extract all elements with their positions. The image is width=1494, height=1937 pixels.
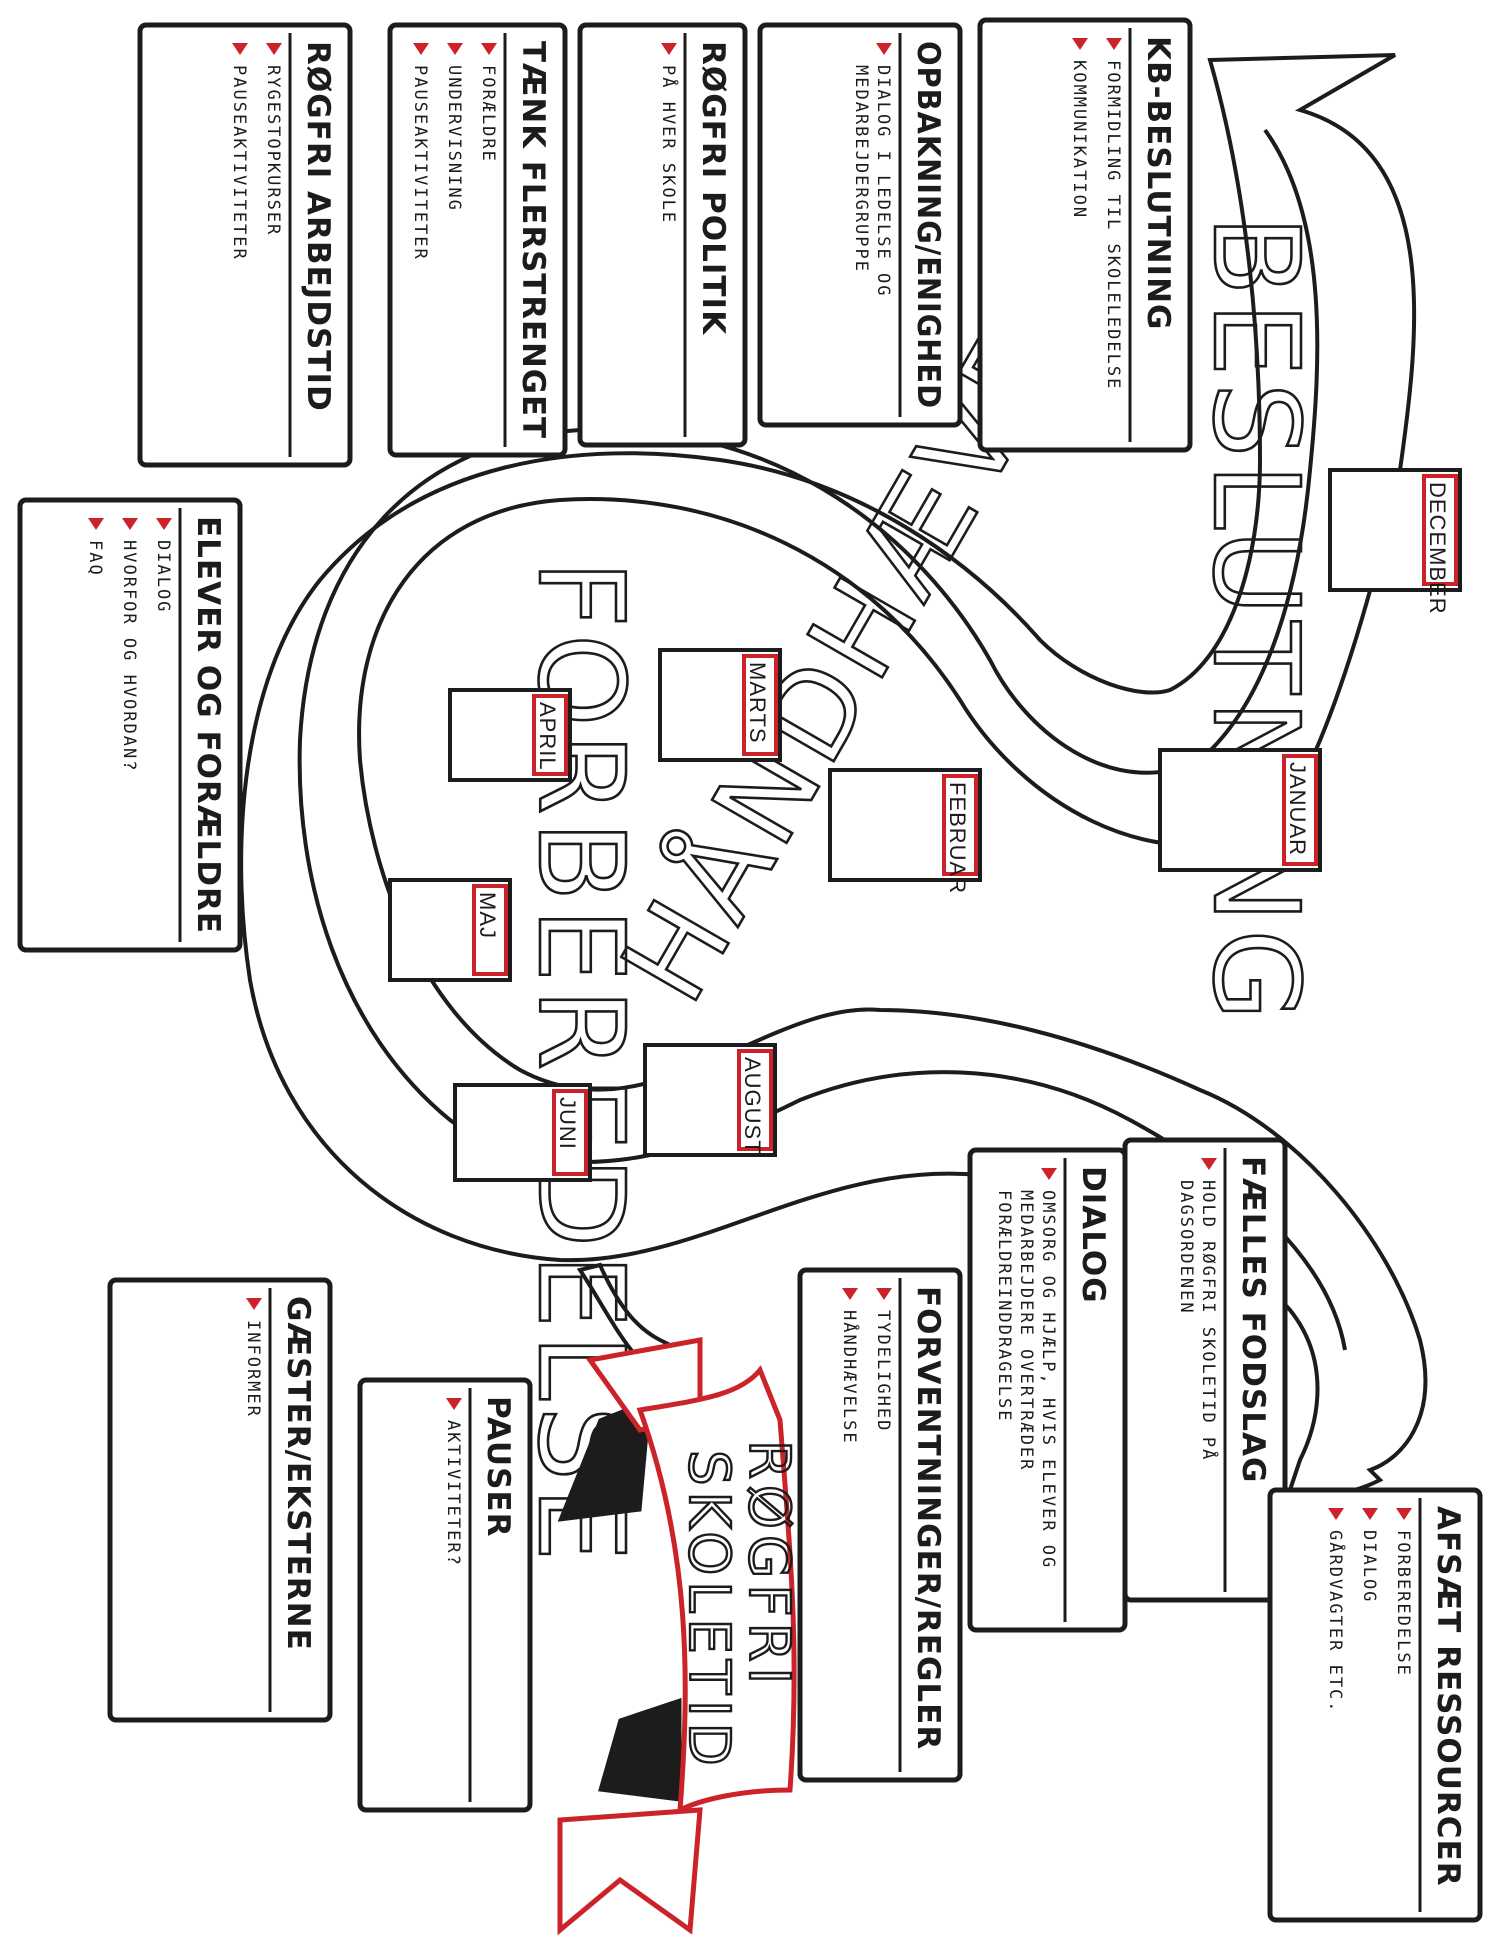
card-title: PAUSER [480,1396,516,1537]
month-label-marts: MARTS [745,662,770,744]
card-item-text: KOMMUNIKATION [1069,60,1089,219]
card-title: ELEVER OG FORÆLDRE [190,516,226,934]
card-item: PÅ HVER SKOLE [658,43,680,224]
month-marts: MARTS [660,650,780,760]
card-title: OPBAKNING/ENIGHED [910,41,946,409]
card-title: FÆLLES FODSLAG [1235,1156,1271,1483]
card-item-text: RYGESTOPKURSER [263,65,283,236]
card-title: AFSÆT RESSOURCER [1430,1506,1466,1887]
card-item: GÅRDVAGTER ETC. [1325,1508,1347,1714]
phase-beslutning: BESLUTNING [1187,215,1325,1027]
roegfri-skoletid-banner: RØGFRI SKOLETID [560,1340,801,1930]
card-item: HVORFOR OG HVORDAN? [119,518,139,772]
card-forventninger: FORVENTNINGER/REGLER TYDELIGHED HÅNDHÆVELS… [800,1270,960,1780]
card-gaester: GÆSTER/EKSTERNE INFORMER [110,1280,330,1720]
banner-line-1: RØGFRI [736,1440,801,1690]
card-item-text: PAUSEAKTIVITETER [410,65,430,261]
card-item-text: FORÆLDRE [478,65,498,163]
card-item-text: AKTIVITETER? [443,1420,463,1567]
card-kb-beslutning: KB-BESLUTNING FORMIDLING TIL SKOLELEDELSE… [980,20,1190,450]
month-april: APRIL [450,690,570,780]
card-item-text: DIALOG [153,540,173,613]
card-item-text: DIALOG [1359,1530,1379,1603]
month-maj: MAJ [390,880,510,980]
card-item: UNDERVISNING [444,43,464,212]
card-item-text: GÅRDVAGTER ETC. [1325,1530,1347,1714]
card-item: HÅNDHÆVELSE [839,1288,861,1445]
card-title: KB-BESLUTNING [1140,36,1176,330]
card-item: PAUSEAKTIVITETER [229,43,249,261]
card-item: RYGESTOPKURSER [263,43,283,236]
card-title: RØGFRI POLITIK [695,41,731,335]
card-item-text: FORBEREDELSE [1393,1530,1413,1677]
card-item-text: INFORMER [243,1320,263,1418]
card-item: FORMIDLING TIL SKOLELEDELSE [1103,38,1123,390]
card-item-text: TYDELIGHED [873,1310,893,1432]
card-item: PAUSEAKTIVITETER [410,43,430,261]
card-item: KOMMUNIKATION [1069,38,1089,219]
month-label-august: AUGUST [740,1057,765,1155]
card-elever-foraeldre: ELEVER OG FORÆLDRE DIALOG HVORFOR OG HVORD… [20,500,240,950]
card-title: DIALOG [1075,1166,1111,1304]
month-juni: JUNI [455,1085,590,1180]
phase-label-beslutning: BESLUTNING [1187,215,1325,1027]
card-roegfri-politik: RØGFRI POLITIK PÅ HVER SKOLE [580,25,745,445]
card-pauser: PAUSER AKTIVITETER? [360,1380,530,1810]
card-title: GÆSTER/EKSTERNE [280,1296,316,1651]
card-title: FORVENTNINGER/REGLER [910,1286,946,1750]
month-label-december: DECEMBER [1425,482,1450,615]
month-label-februar: FEBRUAR [945,782,970,894]
card-item-text: PAUSEAKTIVITETER [229,65,249,261]
card-title: RØGFRI ARBEJDSTID [300,41,336,412]
card-item: TYDELIGHED [873,1288,893,1432]
card-title: TÆNK FLERSTRENGET [515,41,551,439]
card-taenk-flerstrenget: TÆNK FLERSTRENGET FORÆLDRE UNDERVISNING PAU… [390,25,565,455]
month-label-juni: JUNI [555,1097,580,1150]
card-item-text: HÅNDHÆVELSE [839,1310,861,1445]
card-item-text: PÅ HVER SKOLE [658,65,680,224]
card-item-text: UNDERVISNING [444,65,464,212]
card-item: FORBEREDELSE [1393,1508,1413,1677]
card-item: AKTIVITETER? [443,1398,463,1567]
month-januar: JANUAR [1160,750,1320,870]
card-roegfri-arbejdstid: RØGFRI ARBEJDSTID RYGESTOPKURSER PAUSEAKTI… [140,25,350,465]
card-item-text: FORMIDLING TIL SKOLELEDELSE [1103,60,1123,390]
month-label-april: APRIL [535,702,560,771]
month-februar: FEBRUAR [830,770,980,894]
card-afsaet-ressourcer: AFSÆT RESSOURCER FORBEREDELSE DIALOG GÅRDVA… [1270,1490,1480,1920]
card-item-text: HVORFOR OG HVORDAN? [119,540,139,772]
month-august: AUGUST [645,1045,775,1155]
month-december: DECEMBER [1330,470,1460,615]
card-item-text: FAQ [85,540,105,577]
month-label-maj: MAJ [475,892,500,939]
banner-line-2: SKOLETID [676,1450,741,1772]
month-label-januar: JANUAR [1285,762,1310,856]
